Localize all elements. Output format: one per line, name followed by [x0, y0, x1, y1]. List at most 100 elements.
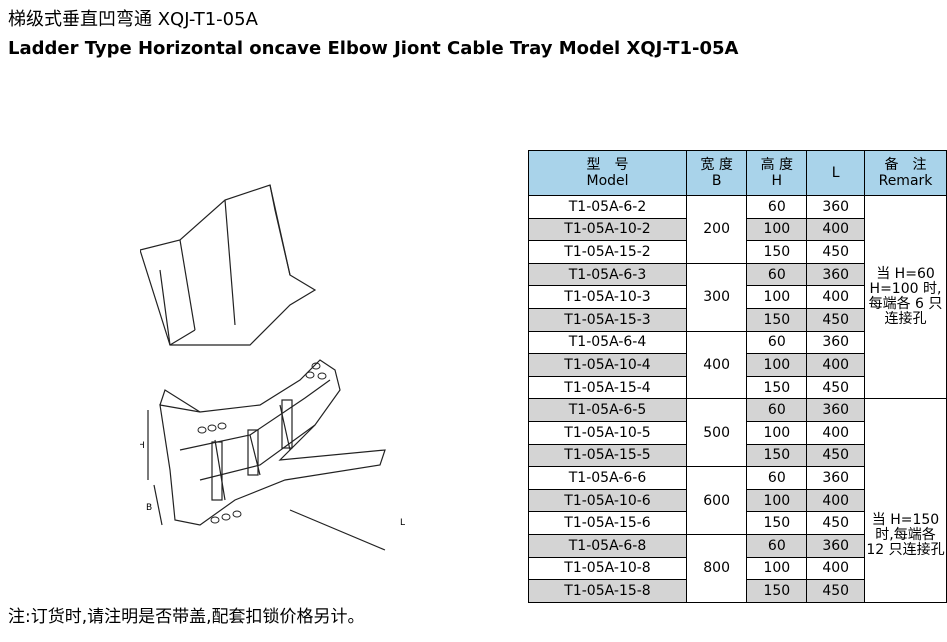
cell-length: 400 [806, 556, 865, 581]
header-model: 型 号 Model [527, 150, 688, 196]
cell-height: 150 [746, 307, 808, 332]
cell-height: 150 [746, 579, 808, 603]
cell-model: T1-05A-15-2 [527, 240, 688, 264]
remark-line: H=100 时, [869, 281, 942, 298]
remark-line: 连接孔 [884, 311, 927, 328]
cell-length: 360 [806, 330, 865, 355]
cell-width: 400 [686, 330, 748, 400]
dim-b-label: B [146, 503, 152, 513]
cell-model: T1-05A-10-2 [527, 217, 688, 242]
cell-height: 60 [746, 466, 808, 490]
cell-length: 360 [806, 398, 865, 422]
cell-length: 360 [806, 466, 865, 490]
cell-model: T1-05A-6-4 [527, 330, 688, 355]
header-model-en: Model [586, 173, 629, 189]
cell-width: 600 [686, 466, 748, 535]
elbow-tray-drawing: H B L [140, 184, 405, 551]
cell-height: 150 [746, 511, 808, 535]
cell-model: T1-05A-6-8 [527, 533, 688, 558]
cell-length: 360 [806, 533, 865, 558]
cell-model: T1-05A-6-5 [527, 398, 688, 422]
cell-model: T1-05A-10-4 [527, 353, 688, 377]
remark-line: 当 H=60 [876, 266, 935, 283]
remark-line: 当 H=150 [871, 512, 940, 529]
cell-length: 450 [806, 579, 865, 603]
remark-line: 12 只连接孔 [866, 542, 945, 559]
cell-length: 450 [806, 443, 865, 468]
cell-width: 500 [686, 398, 748, 468]
order-note: 注:订货时,请注明是否带盖,配套扣锁价格另计。 [8, 607, 365, 627]
cell-height: 100 [746, 285, 808, 309]
cell-model: T1-05A-10-6 [527, 488, 688, 513]
cell-length: 450 [806, 375, 865, 400]
cell-length: 450 [806, 240, 865, 264]
header-height: 高 度 H [746, 150, 808, 196]
cell-model: T1-05A-15-8 [527, 579, 688, 603]
cell-model: T1-05A-6-3 [527, 262, 688, 287]
cell-height: 100 [746, 420, 808, 445]
remark-line: 时,每端各 [875, 527, 936, 544]
header-width-cn: 宽 度 [700, 157, 733, 173]
header-width: 宽 度 B [686, 150, 748, 196]
cell-height: 60 [746, 195, 808, 219]
dim-l-label: L [400, 518, 405, 528]
cell-model: T1-05A-15-5 [527, 443, 688, 468]
cell-model: T1-05A-6-6 [527, 466, 688, 490]
cell-length: 450 [806, 307, 865, 332]
cell-height: 150 [746, 443, 808, 468]
cell-model: T1-05A-15-4 [527, 375, 688, 400]
cell-height: 60 [746, 330, 808, 355]
cell-height: 60 [746, 533, 808, 558]
title-chinese: 梯级式垂直凹弯通 XQJ-T1-05A [8, 9, 258, 30]
cell-height: 100 [746, 488, 808, 513]
remark-line: 每端各 6 只 [868, 296, 943, 313]
cell-width: 300 [686, 262, 748, 332]
cell-height: 60 [746, 398, 808, 422]
cell-model: T1-05A-15-6 [527, 511, 688, 535]
cell-length: 400 [806, 285, 865, 309]
cell-model: T1-05A-10-3 [527, 285, 688, 309]
cell-height: 100 [746, 556, 808, 581]
specification-table: 型 号 Model 宽 度 B 高 度 H L 备 注 Remark T1-05… [527, 150, 947, 603]
cell-length: 400 [806, 420, 865, 445]
cell-model: T1-05A-6-2 [527, 195, 688, 219]
cell-length: 360 [806, 195, 865, 219]
cell-height: 100 [746, 353, 808, 377]
cell-height: 150 [746, 240, 808, 264]
cell-length: 400 [806, 353, 865, 377]
cell-model: T1-05A-10-5 [527, 420, 688, 445]
header-length: L [806, 150, 865, 196]
cell-length: 450 [806, 511, 865, 535]
cell-height: 100 [746, 217, 808, 242]
header-remark-cn: 备 注 [884, 157, 927, 173]
cell-length: 360 [806, 262, 865, 287]
header-height-cn: 高 度 [760, 157, 794, 173]
header-height-en: H [771, 173, 783, 189]
dim-h-label: H [140, 441, 145, 451]
header-remark: 备 注 Remark [864, 150, 947, 196]
cell-length: 400 [806, 488, 865, 513]
cell-width: 200 [686, 195, 748, 264]
table-header-row: 型 号 Model 宽 度 B 高 度 H L 备 注 Remark [527, 150, 947, 196]
header-remark-en: Remark [878, 173, 933, 189]
header-width-en: B [711, 173, 722, 189]
cell-height: 60 [746, 262, 808, 287]
